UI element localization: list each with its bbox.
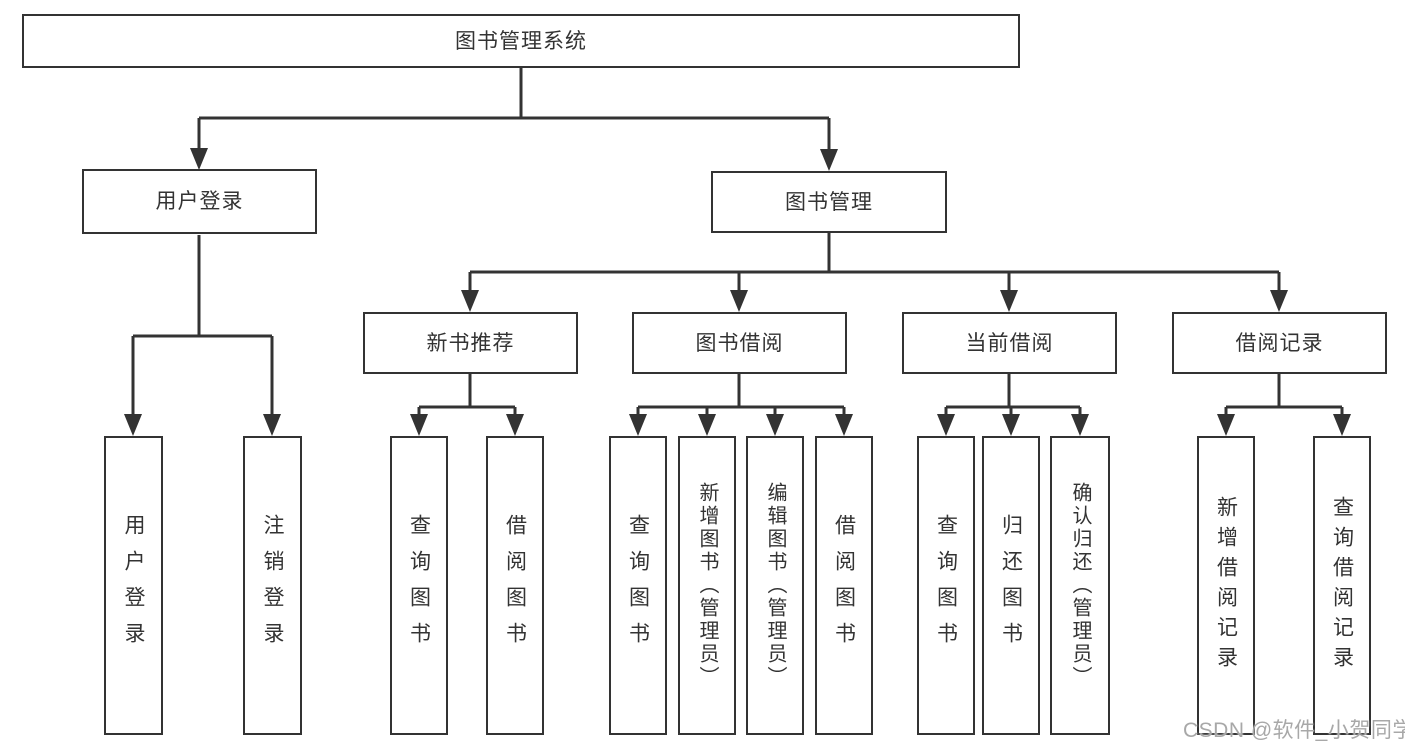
leaf-user-login: 用户登录 [104, 436, 163, 735]
leaf-edit-book-admin: 编辑图书（管理员） [746, 436, 804, 735]
node-label: 借阅记录 [1235, 331, 1324, 355]
leaf-label: 借阅图书 [832, 513, 856, 658]
leaf-add-borrow-record: 新增借阅记录 [1197, 436, 1255, 735]
node-current-borrow: 当前借阅 [902, 312, 1117, 374]
node-borrow-records: 借阅记录 [1172, 312, 1387, 374]
node-root-system: 图书管理系统 [22, 14, 1020, 68]
leaf-label: 借阅图书 [503, 513, 527, 658]
leaf-label: 归还图书 [999, 513, 1023, 658]
leaf-query-books-current: 查询图书 [917, 436, 975, 735]
leaf-confirm-return-admin: 确认归还（管理员） [1050, 436, 1110, 735]
leaf-label: 新增借阅记录 [1214, 495, 1238, 676]
leaf-label: 用户登录 [122, 513, 145, 658]
node-label: 新书推荐 [426, 331, 515, 355]
node-user-login-branch: 用户登录 [82, 169, 317, 234]
node-label: 图书管理 [785, 190, 873, 214]
leaf-label: 查询图书 [626, 513, 650, 658]
node-book-management-branch: 图书管理 [711, 171, 947, 233]
leaf-label: 确认归还（管理员） [1069, 482, 1091, 689]
leaf-logout: 注销登录 [243, 436, 302, 735]
leaf-query-books-borrow: 查询图书 [609, 436, 667, 735]
leaf-label: 新增图书（管理员） [696, 482, 718, 689]
node-label: 当前借阅 [965, 331, 1054, 355]
leaf-add-book-admin: 新增图书（管理员） [678, 436, 736, 735]
leaf-query-books-recommend: 查询图书 [390, 436, 448, 735]
node-label: 图书借阅 [695, 331, 784, 355]
csdn-watermark: CSDN @软件_小贺同学 [1183, 719, 1405, 742]
node-label: 图书管理系统 [455, 29, 587, 53]
leaf-label: 查询图书 [407, 513, 431, 658]
node-new-book-recommend: 新书推荐 [363, 312, 578, 374]
node-book-borrow: 图书借阅 [632, 312, 847, 374]
leaf-label: 编辑图书（管理员） [764, 482, 786, 689]
leaf-return-books: 归还图书 [982, 436, 1040, 735]
leaf-label: 查询图书 [934, 513, 958, 658]
leaf-label: 查询借阅记录 [1330, 495, 1354, 676]
leaf-query-borrow-record: 查询借阅记录 [1313, 436, 1371, 735]
node-label: 用户登录 [155, 190, 244, 213]
leaf-borrow-books: 借阅图书 [815, 436, 873, 735]
leaf-borrow-books-recommend: 借阅图书 [486, 436, 544, 735]
leaf-label: 注销登录 [261, 513, 284, 658]
